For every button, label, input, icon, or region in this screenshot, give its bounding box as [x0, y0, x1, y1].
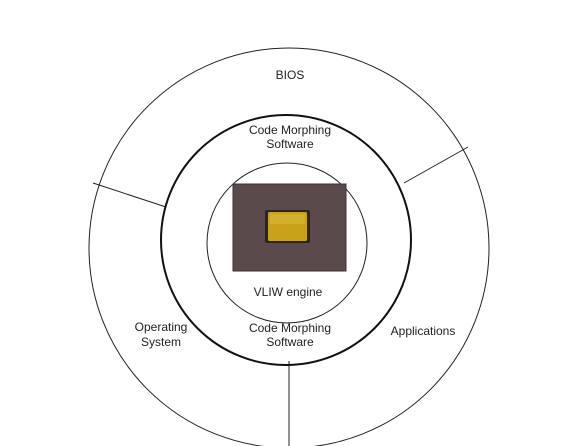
- processor-chip-icon: [232, 183, 347, 272]
- operating-system-label-line2: System: [141, 335, 181, 349]
- code-morphing-bottom-label-line2: Software: [266, 335, 314, 349]
- outer-ring: [88, 47, 490, 446]
- inner-ring: [206, 162, 368, 324]
- divider-bios-operating-system: [92, 182, 167, 208]
- operating-system-label-line1: Operating: [135, 320, 188, 334]
- code-morphing-top-label-line1: Code Morphing: [249, 123, 331, 137]
- divider-bios-applications: [403, 146, 469, 184]
- vliw-engine-label: VLIW engine: [254, 285, 323, 299]
- code-morphing-bottom-label-line1: Code Morphing: [249, 321, 331, 335]
- code-morphing-top-label-line2: Software: [266, 137, 314, 151]
- middle-ring: [160, 114, 412, 366]
- applications-label: Applications: [391, 324, 456, 338]
- bios-label: BIOS: [276, 68, 305, 82]
